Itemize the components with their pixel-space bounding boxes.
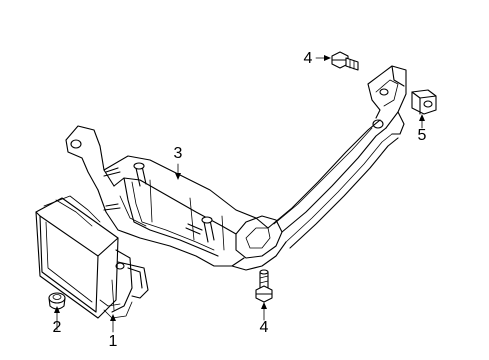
flange-bolt-icon bbox=[255, 269, 273, 303]
callout-1-label: 1 bbox=[108, 333, 118, 350]
callout-4-bottom-label: 4 bbox=[259, 319, 269, 336]
radar-sensor-module-icon bbox=[35, 195, 149, 319]
callout-4-top-label: 4 bbox=[303, 50, 313, 67]
callout-2-label: 2 bbox=[52, 319, 62, 336]
flange-bolt-icon bbox=[331, 51, 359, 71]
clip-nut-icon bbox=[411, 89, 437, 115]
callout-5-label: 5 bbox=[417, 127, 427, 144]
sensor-mounting-bracket-icon bbox=[65, 65, 407, 271]
callout-3-label: 3 bbox=[173, 145, 183, 162]
leader-lines bbox=[54, 55, 425, 333]
